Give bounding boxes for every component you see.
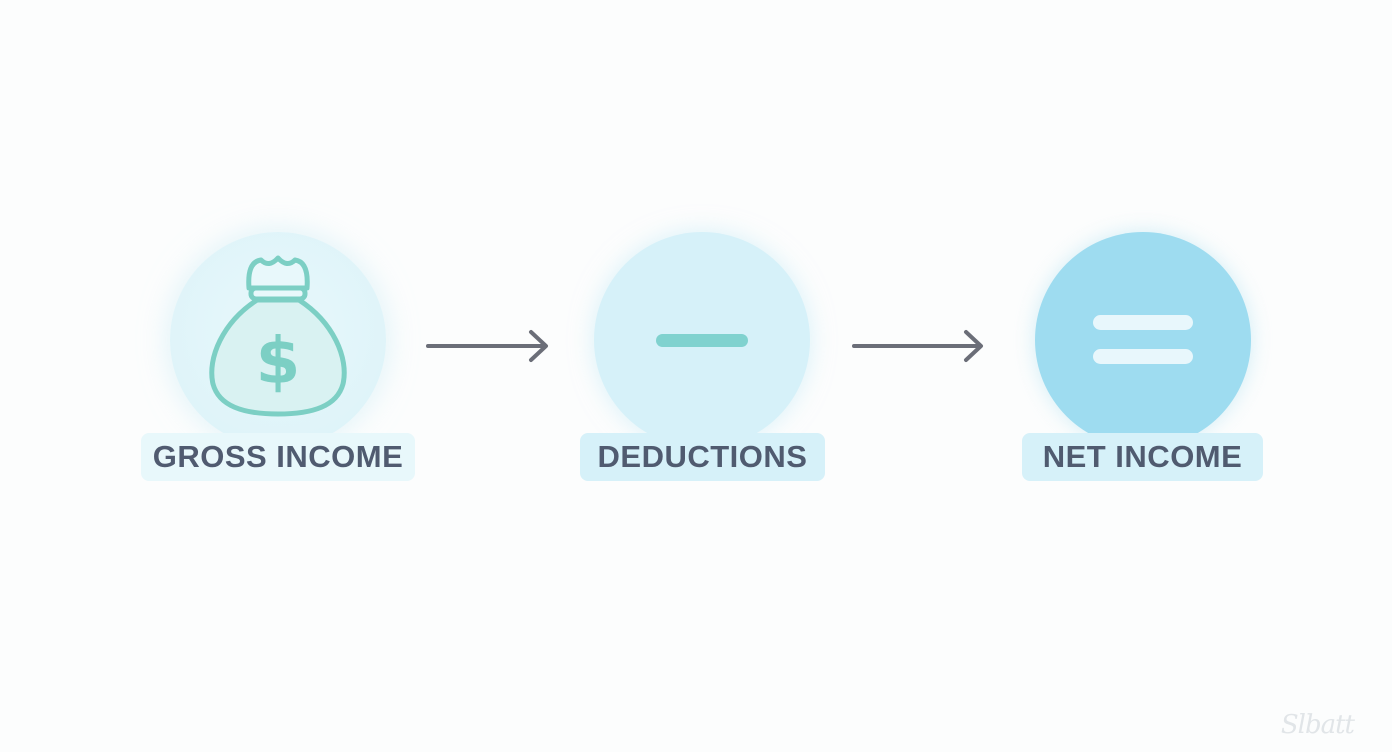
arrow-right-icon [852, 330, 983, 362]
net-income-label: NET INCOME [1022, 433, 1263, 481]
watermark-logo: Slbatt [1280, 710, 1355, 740]
deductions-label: DEDUCTIONS [580, 433, 825, 481]
minus-icon [656, 334, 748, 347]
gross-income-label: GROSS INCOME [141, 433, 415, 481]
svg-text:$: $ [256, 325, 301, 399]
arrow-right-icon [426, 330, 548, 362]
equals-icon [1093, 315, 1193, 364]
money-bag-icon: $ [209, 255, 347, 417]
net-income-circle [1035, 232, 1251, 448]
